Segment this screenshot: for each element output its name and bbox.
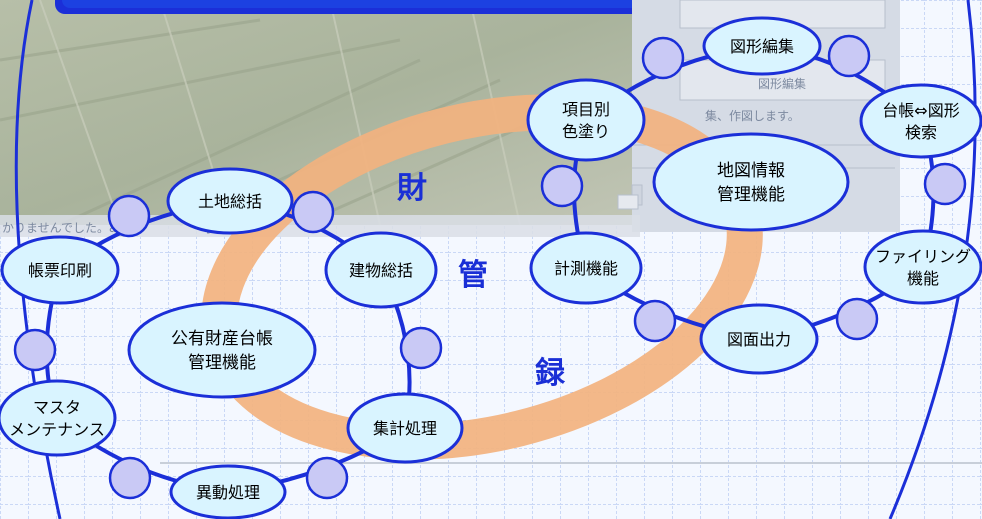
right-connector-3: [633, 299, 677, 343]
left-connector-4: [13, 328, 57, 372]
node-zukei: 図形編集: [702, 16, 822, 76]
node-kouyuu-zaisan-line2: 管理機能: [188, 353, 256, 373]
node-idou-shape: [169, 464, 287, 519]
left-connector-0: [291, 190, 335, 234]
ring-label-roku: 録: [535, 356, 566, 391]
node-chizu-jouhou: 地図情報 管理機能: [652, 132, 850, 232]
ring-label-kan: 管: [458, 258, 488, 293]
window-edit-desc: 集、作図します。: [705, 108, 800, 123]
title-bar-highlight: [62, 0, 673, 8]
ring-label-zai: 財: [397, 171, 427, 206]
node-tatemono-shape: [324, 231, 438, 309]
node-koumoku-label-1: 色塗り: [562, 122, 610, 141]
node-shukei-label-0: 集計処理: [373, 419, 437, 438]
left-connector-3: [108, 456, 152, 500]
node-keisoku-label-0: 計測機能: [554, 259, 618, 278]
node-tochi-label-0: 土地総括: [198, 192, 262, 211]
node-tatemono-label-0: 建物総括: [349, 261, 413, 280]
node-zumen: 図面出力: [699, 303, 819, 375]
node-shukei-shape: [346, 392, 464, 464]
node-zukei-shape: [702, 16, 822, 76]
node-filing-label-0: ファイリング: [875, 247, 971, 266]
right-connector-2: [835, 297, 879, 341]
node-idou: 異動処理: [169, 464, 287, 519]
node-masuta-label-0: マスタ: [33, 398, 81, 417]
node-daicho-label-0: 台帳⇔図形: [882, 101, 959, 120]
node-filing-label-1: 機能: [907, 269, 939, 288]
left-connector-2: [305, 456, 349, 500]
right-connector-1: [923, 162, 967, 206]
node-daicho-label-1: 検索: [905, 123, 937, 142]
node-masuta-shape: [0, 379, 117, 457]
node-tochi: 土地総括: [166, 167, 294, 235]
right-connector-0: [827, 34, 871, 78]
left-connector-5: [107, 194, 151, 238]
window-edit-label: 図形編集: [758, 76, 806, 91]
node-idou-label-0: 異動処理: [196, 483, 260, 502]
node-chizu-jouhou-line2: 管理機能: [717, 185, 785, 205]
node-chohyo-shape: [0, 235, 120, 305]
node-chohyo-label-0: 帳票印刷: [28, 261, 92, 280]
cycle-nodes: 土地総括建物総括集計処理異動処理マスタメンテナンス帳票印刷図形編集台帳⇔図形検索…: [0, 16, 982, 519]
node-koumoku-label-0: 項目別: [562, 100, 610, 119]
right-connector-4: [540, 164, 584, 208]
node-masuta-label-1: メンテナンス: [9, 420, 105, 439]
cycle-connectors: [13, 34, 967, 500]
node-koumoku-shape: [526, 78, 646, 162]
node-tochi-shape: [166, 167, 294, 235]
node-chohyo: 帳票印刷: [0, 235, 120, 305]
status-text: かりませんでした。ar: [2, 221, 121, 235]
node-shukei: 集計処理: [346, 392, 464, 464]
node-keisoku: 計測機能: [529, 231, 643, 305]
node-kouyuu-zaisan-line1: 公有財産台帳: [171, 329, 273, 349]
node-keisoku-shape: [529, 231, 643, 305]
node-chizu-jouhou-line1: 地図情報: [717, 161, 785, 181]
node-tatemono: 建物総括: [324, 231, 438, 309]
node-zumen-shape: [699, 303, 819, 375]
node-kouyuu-zaisan: 公有財産台帳 管理機能: [127, 301, 317, 399]
node-filing-shape: [863, 229, 982, 305]
node-zukei-label-0: 図形編集: [730, 37, 794, 56]
node-daicho-shape: [859, 83, 982, 159]
left-connector-1: [399, 326, 443, 370]
node-zumen-label-0: 図面出力: [727, 330, 791, 349]
right-connector-5: [641, 36, 685, 80]
